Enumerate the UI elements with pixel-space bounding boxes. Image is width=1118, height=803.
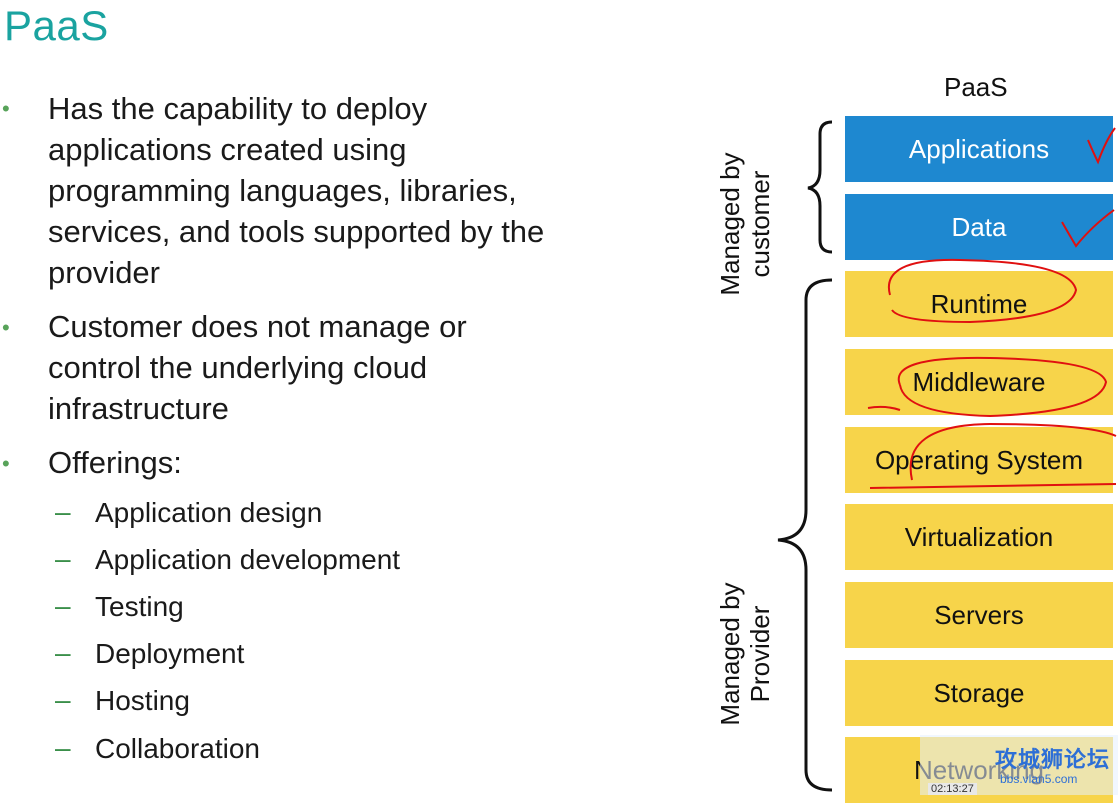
provider-label-line: Provider bbox=[745, 605, 775, 703]
layer-servers: Servers bbox=[845, 582, 1113, 648]
bullet-marker: • bbox=[2, 451, 10, 476]
layer-data: Data bbox=[845, 194, 1113, 260]
bullet-list: • Has the capability to deploy applicati… bbox=[2, 88, 628, 764]
bullet-item-capability: Has the capability to deploy application… bbox=[48, 88, 628, 293]
layer-runtime: Runtime bbox=[845, 271, 1113, 337]
customer-label-line: Managed by bbox=[715, 152, 745, 296]
watermark-url: bbs.vlan5.com bbox=[1000, 772, 1078, 786]
layer-virtualization: Virtualization bbox=[845, 504, 1113, 570]
offering-item: Testing bbox=[95, 591, 184, 622]
offering-item: Application development bbox=[95, 544, 401, 575]
watermark-text: 攻城狮论坛 bbox=[995, 747, 1111, 772]
sub-marker: – bbox=[55, 590, 71, 621]
layer-applications: Applications bbox=[845, 116, 1113, 182]
sub-marker: – bbox=[55, 496, 71, 527]
bullet-item-customer: Customer does not manage or control the … bbox=[48, 306, 628, 429]
bullet-line: applications created using bbox=[48, 132, 407, 167]
offering-item: Deployment bbox=[95, 638, 245, 669]
bullet-line: provider bbox=[48, 255, 160, 290]
sub-marker: – bbox=[55, 543, 71, 574]
bullet-line: Offerings: bbox=[48, 445, 182, 480]
sub-marker: – bbox=[55, 684, 71, 715]
provider-label-line: Managed by bbox=[715, 582, 745, 726]
bullet-marker: • bbox=[2, 96, 10, 121]
layer-operating-system: Operating System bbox=[845, 427, 1113, 493]
offering-item: Collaboration bbox=[95, 733, 260, 764]
sub-marker: – bbox=[55, 732, 71, 763]
diagram-title: PaaS bbox=[944, 72, 1008, 102]
bullet-line: services, and tools supported by the bbox=[48, 214, 545, 249]
provider-group-label: Managed by Provider bbox=[715, 539, 775, 769]
bullet-line: Has the capability to deploy bbox=[48, 91, 428, 126]
bullet-line: infrastructure bbox=[48, 391, 229, 426]
sub-marker: – bbox=[55, 637, 71, 668]
bullet-item-offerings: Offerings: bbox=[48, 442, 628, 483]
customer-label-line: customer bbox=[745, 170, 775, 278]
bullet-line: programming languages, libraries, bbox=[48, 173, 517, 208]
layer-storage: Storage bbox=[845, 660, 1113, 726]
page-title: PaaS bbox=[4, 2, 109, 49]
provider-brace bbox=[777, 278, 833, 792]
bullet-line: Customer does not manage or bbox=[48, 309, 467, 344]
bullet-line: control the underlying cloud bbox=[48, 350, 428, 385]
customer-brace bbox=[807, 120, 833, 254]
video-timestamp: 02:13:27 bbox=[928, 783, 977, 795]
bullet-marker: • bbox=[2, 315, 10, 340]
layer-middleware: Middleware bbox=[845, 349, 1113, 415]
offering-item: Application design bbox=[95, 497, 323, 528]
offering-item: Hosting bbox=[95, 685, 190, 716]
customer-group-label: Managed by customer bbox=[715, 139, 775, 309]
